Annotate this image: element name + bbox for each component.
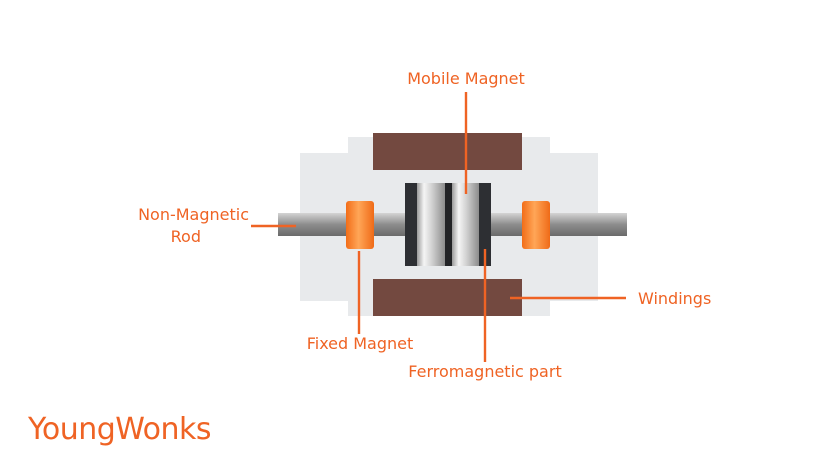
label-non-magnetic-line1: Non-Magnetic <box>138 205 249 224</box>
winding-bottom <box>373 279 522 316</box>
label-non-magnetic-line2: Rod <box>171 227 201 246</box>
fixed-magnet-right <box>522 201 550 249</box>
fixed-magnet-left <box>346 201 374 249</box>
ferromagnetic-end-right <box>479 183 491 266</box>
label-ferromagnetic-part: Ferromagnetic part <box>408 362 561 381</box>
mobile-magnet-center-disc <box>445 183 452 266</box>
label-fixed-magnet: Fixed Magnet <box>307 334 414 353</box>
ferromagnetic-end-left <box>405 183 417 266</box>
mobile-magnet-assembly <box>405 183 491 266</box>
label-windings: Windings <box>638 289 711 308</box>
label-mobile-magnet: Mobile Magnet <box>407 69 525 88</box>
brand-logo: YoungWonks <box>28 412 212 447</box>
mobile-magnet-body-right <box>452 183 479 266</box>
mobile-magnet-body-left <box>417 183 445 266</box>
winding-top <box>373 133 522 170</box>
